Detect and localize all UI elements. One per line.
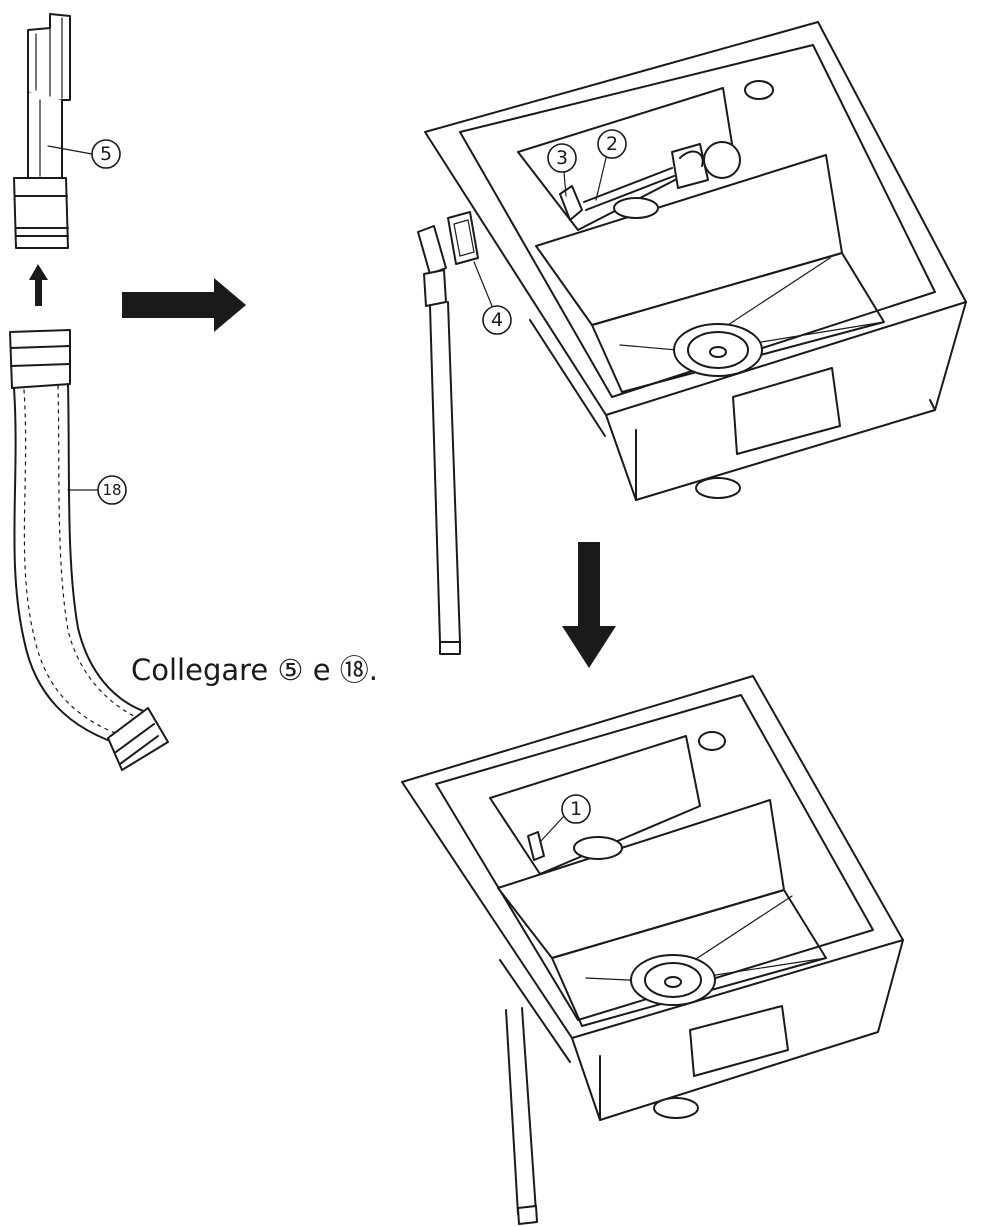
callout-3: 3 xyxy=(547,143,577,197)
instruction-text: Collegare ⑤ e ⑱. xyxy=(131,653,378,687)
standpipe-assembly xyxy=(417,225,461,655)
callout-5: 5 xyxy=(47,139,121,169)
callout-1: 1 xyxy=(539,794,591,843)
step-right-arrow xyxy=(122,278,246,332)
callout-3-label: 3 xyxy=(556,147,568,169)
callout-1-label: 1 xyxy=(570,798,582,820)
callout-2-label: 2 xyxy=(606,133,618,155)
callout-4: 4 xyxy=(473,261,512,335)
step-down-arrow xyxy=(562,542,616,668)
callout-18-label: 18 xyxy=(102,481,121,499)
drain-hose-part-18 xyxy=(9,329,169,771)
callout-18: 18 xyxy=(67,475,127,505)
sink-assembled-view xyxy=(401,675,904,1225)
callout-4-label: 4 xyxy=(491,309,503,331)
overflow-fitting-part-5 xyxy=(13,13,71,249)
sink-top-view xyxy=(424,21,967,501)
callout-5-label: 5 xyxy=(100,143,112,165)
callout-2: 2 xyxy=(595,129,627,201)
assembly-up-arrow xyxy=(29,264,48,306)
overflow-cover-part-4 xyxy=(447,211,479,265)
